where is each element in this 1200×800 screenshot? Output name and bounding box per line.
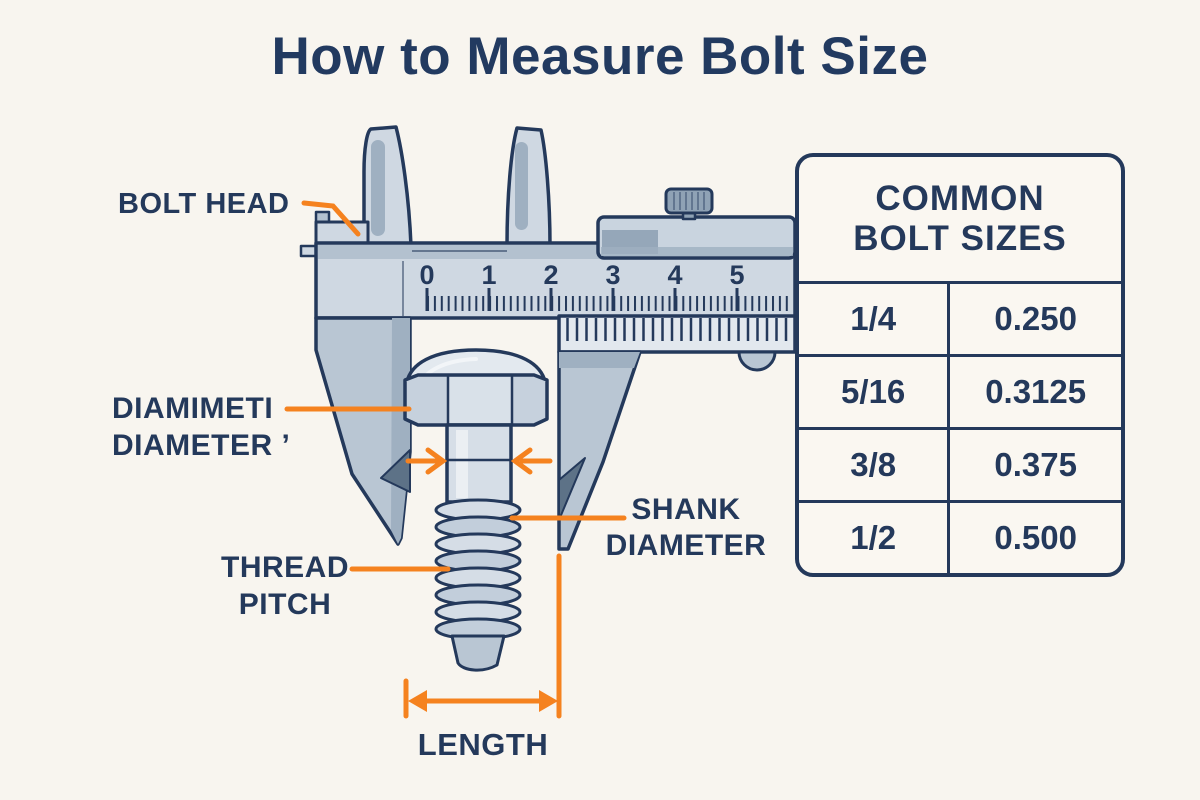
ruler-number-5: 5 [729, 260, 744, 290]
ruler-number-4: 4 [667, 260, 682, 290]
thumb-knob-ridges [673, 192, 705, 210]
lower-jaw-right-notch [558, 457, 586, 521]
label-diameter-line1: DIAMIMETI [112, 392, 274, 425]
fraction-cell: 1/2 [799, 503, 951, 573]
table-row: 1/4 0.250 [799, 284, 1121, 354]
table-row: 1/2 0.500 [799, 500, 1121, 573]
length-arrowhead-left [408, 690, 427, 712]
upper-jaw-left-shading [371, 140, 385, 236]
label-shank-line2: DIAMETER [605, 529, 767, 562]
table-body: 1/4 0.250 5/16 0.3125 3/8 0.375 1/2 0.50… [799, 284, 1121, 573]
bolt [403, 348, 549, 672]
decimal-cell: 0.3125 [985, 373, 1087, 410]
ruler-number-1: 1 [481, 260, 496, 290]
label-bolt-head: BOLT HEAD [118, 188, 290, 220]
thumb-knob [664, 187, 714, 215]
ruler-minor-ticks [427, 296, 791, 311]
table-header: COMMON BOLT SIZES [799, 157, 1121, 284]
bolt-tip [450, 634, 506, 672]
bolt-head-leader-line [301, 200, 361, 237]
label-thread-line1: THREAD [221, 551, 349, 584]
vernier-ticks [566, 318, 794, 341]
shank-arrow-right-head [510, 447, 533, 475]
label-diameter: DIAMIMETI DIAMETER ’ [112, 390, 290, 464]
fraction-cell: 5/16 [799, 357, 951, 427]
label-length: LENGTH [417, 727, 549, 762]
table-row: 5/16 0.3125 [799, 354, 1121, 427]
label-thread-line2: PITCH [238, 588, 332, 621]
ruler-scale: 0 1 2 3 4 5 [419, 260, 744, 290]
annotations [284, 200, 627, 719]
lower-jaw-right-shading [559, 352, 640, 368]
lower-jaw-left-shading [391, 318, 410, 544]
table-row: 3/8 0.375 [799, 427, 1121, 500]
vernier-thumb-grip [737, 350, 777, 372]
upper-jaw-right-shading [515, 142, 528, 230]
ruler-number-2: 2 [543, 260, 558, 290]
hex-center-facet [449, 377, 511, 423]
length-arrowhead-right [539, 690, 558, 712]
ruler-number-0: 0 [419, 260, 434, 290]
fraction-cell: 1/4 [799, 284, 951, 354]
table-title-line2: BOLT SIZES [853, 219, 1067, 258]
label-diameter-line2: DIAMETER ’ [112, 429, 291, 462]
lower-jaw-left-notch [380, 449, 411, 493]
common-bolt-sizes-table: COMMON BOLT SIZES 1/4 0.250 5/16 0.3125 … [795, 153, 1125, 577]
page-title: How to Measure Bolt Size [271, 27, 929, 86]
decimal-cell: 0.250 [994, 300, 1077, 337]
label-shank-diameter: SHANK DIAMETER [586, 492, 786, 564]
caliper: 0 1 2 3 4 5 [299, 125, 797, 551]
fraction-cell: 3/8 [799, 430, 951, 500]
shank-highlight [456, 430, 468, 498]
shank-arrow-left-head [425, 447, 448, 475]
bolt-threads [434, 498, 522, 641]
table-title-line1: COMMON [875, 179, 1045, 219]
decimal-cell: 0.375 [994, 446, 1077, 483]
decimal-cell: 0.500 [994, 519, 1077, 556]
ruler-number-3: 3 [605, 260, 620, 290]
label-shank-line1: SHANK [631, 493, 741, 526]
caliper-upper-jaw-right [505, 126, 552, 248]
label-thread-pitch: THREAD PITCH [195, 549, 375, 623]
slider-box-bottom-band [601, 247, 793, 256]
